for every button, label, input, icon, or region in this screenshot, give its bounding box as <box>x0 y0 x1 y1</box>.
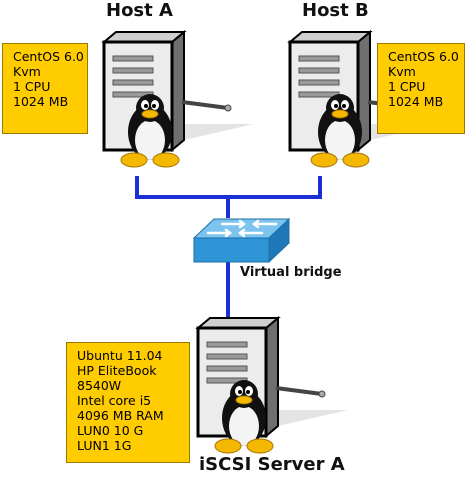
host-b-title: Host B <box>302 0 369 21</box>
server-spec-line: LUN1 1G <box>77 438 132 453</box>
network-switch-icon <box>192 217 291 264</box>
host-b-spec-line: Kvm <box>388 64 416 79</box>
server-spec-line: Ubuntu 11.04 <box>77 348 163 363</box>
server-spec-line: HP EliteBook <box>77 363 157 378</box>
host-b-spec-note: CentOS 6.0 Kvm 1 CPU 1024 MB <box>377 43 465 134</box>
host-b-spec-line: CentOS 6.0 <box>388 49 459 64</box>
server-spec-line: 4096 MB RAM <box>77 408 164 423</box>
host-a-spec-line: CentOS 6.0 <box>13 49 84 64</box>
host-a-spec-note: CentOS 6.0 Kvm 1 CPU 1024 MB <box>2 43 88 134</box>
iscsi-server-spec-note: Ubuntu 11.04 HP EliteBook 8540W Intel co… <box>66 342 190 463</box>
host-b-spec-line: 1024 MB <box>388 94 444 109</box>
iscsi-server-title: iSCSI Server A <box>199 454 345 475</box>
host-a-spec-line: Kvm <box>13 64 41 79</box>
iscsi-server-icon <box>196 316 350 454</box>
host-a-spec-line: 1 CPU <box>13 79 51 94</box>
server-spec-line: Intel core i5 <box>77 393 152 408</box>
host-a-title: Host A <box>106 0 173 21</box>
network-links <box>135 176 322 318</box>
host-a-spec-line: 1024 MB <box>13 94 69 109</box>
host-a-server-icon <box>102 30 256 168</box>
host-b-spec-line: 1 CPU <box>388 79 426 94</box>
server-spec-line: LUN0 10 G <box>77 423 144 438</box>
server-spec-line: 8540W <box>77 378 122 393</box>
bridge-label: Virtual bridge <box>240 265 342 280</box>
